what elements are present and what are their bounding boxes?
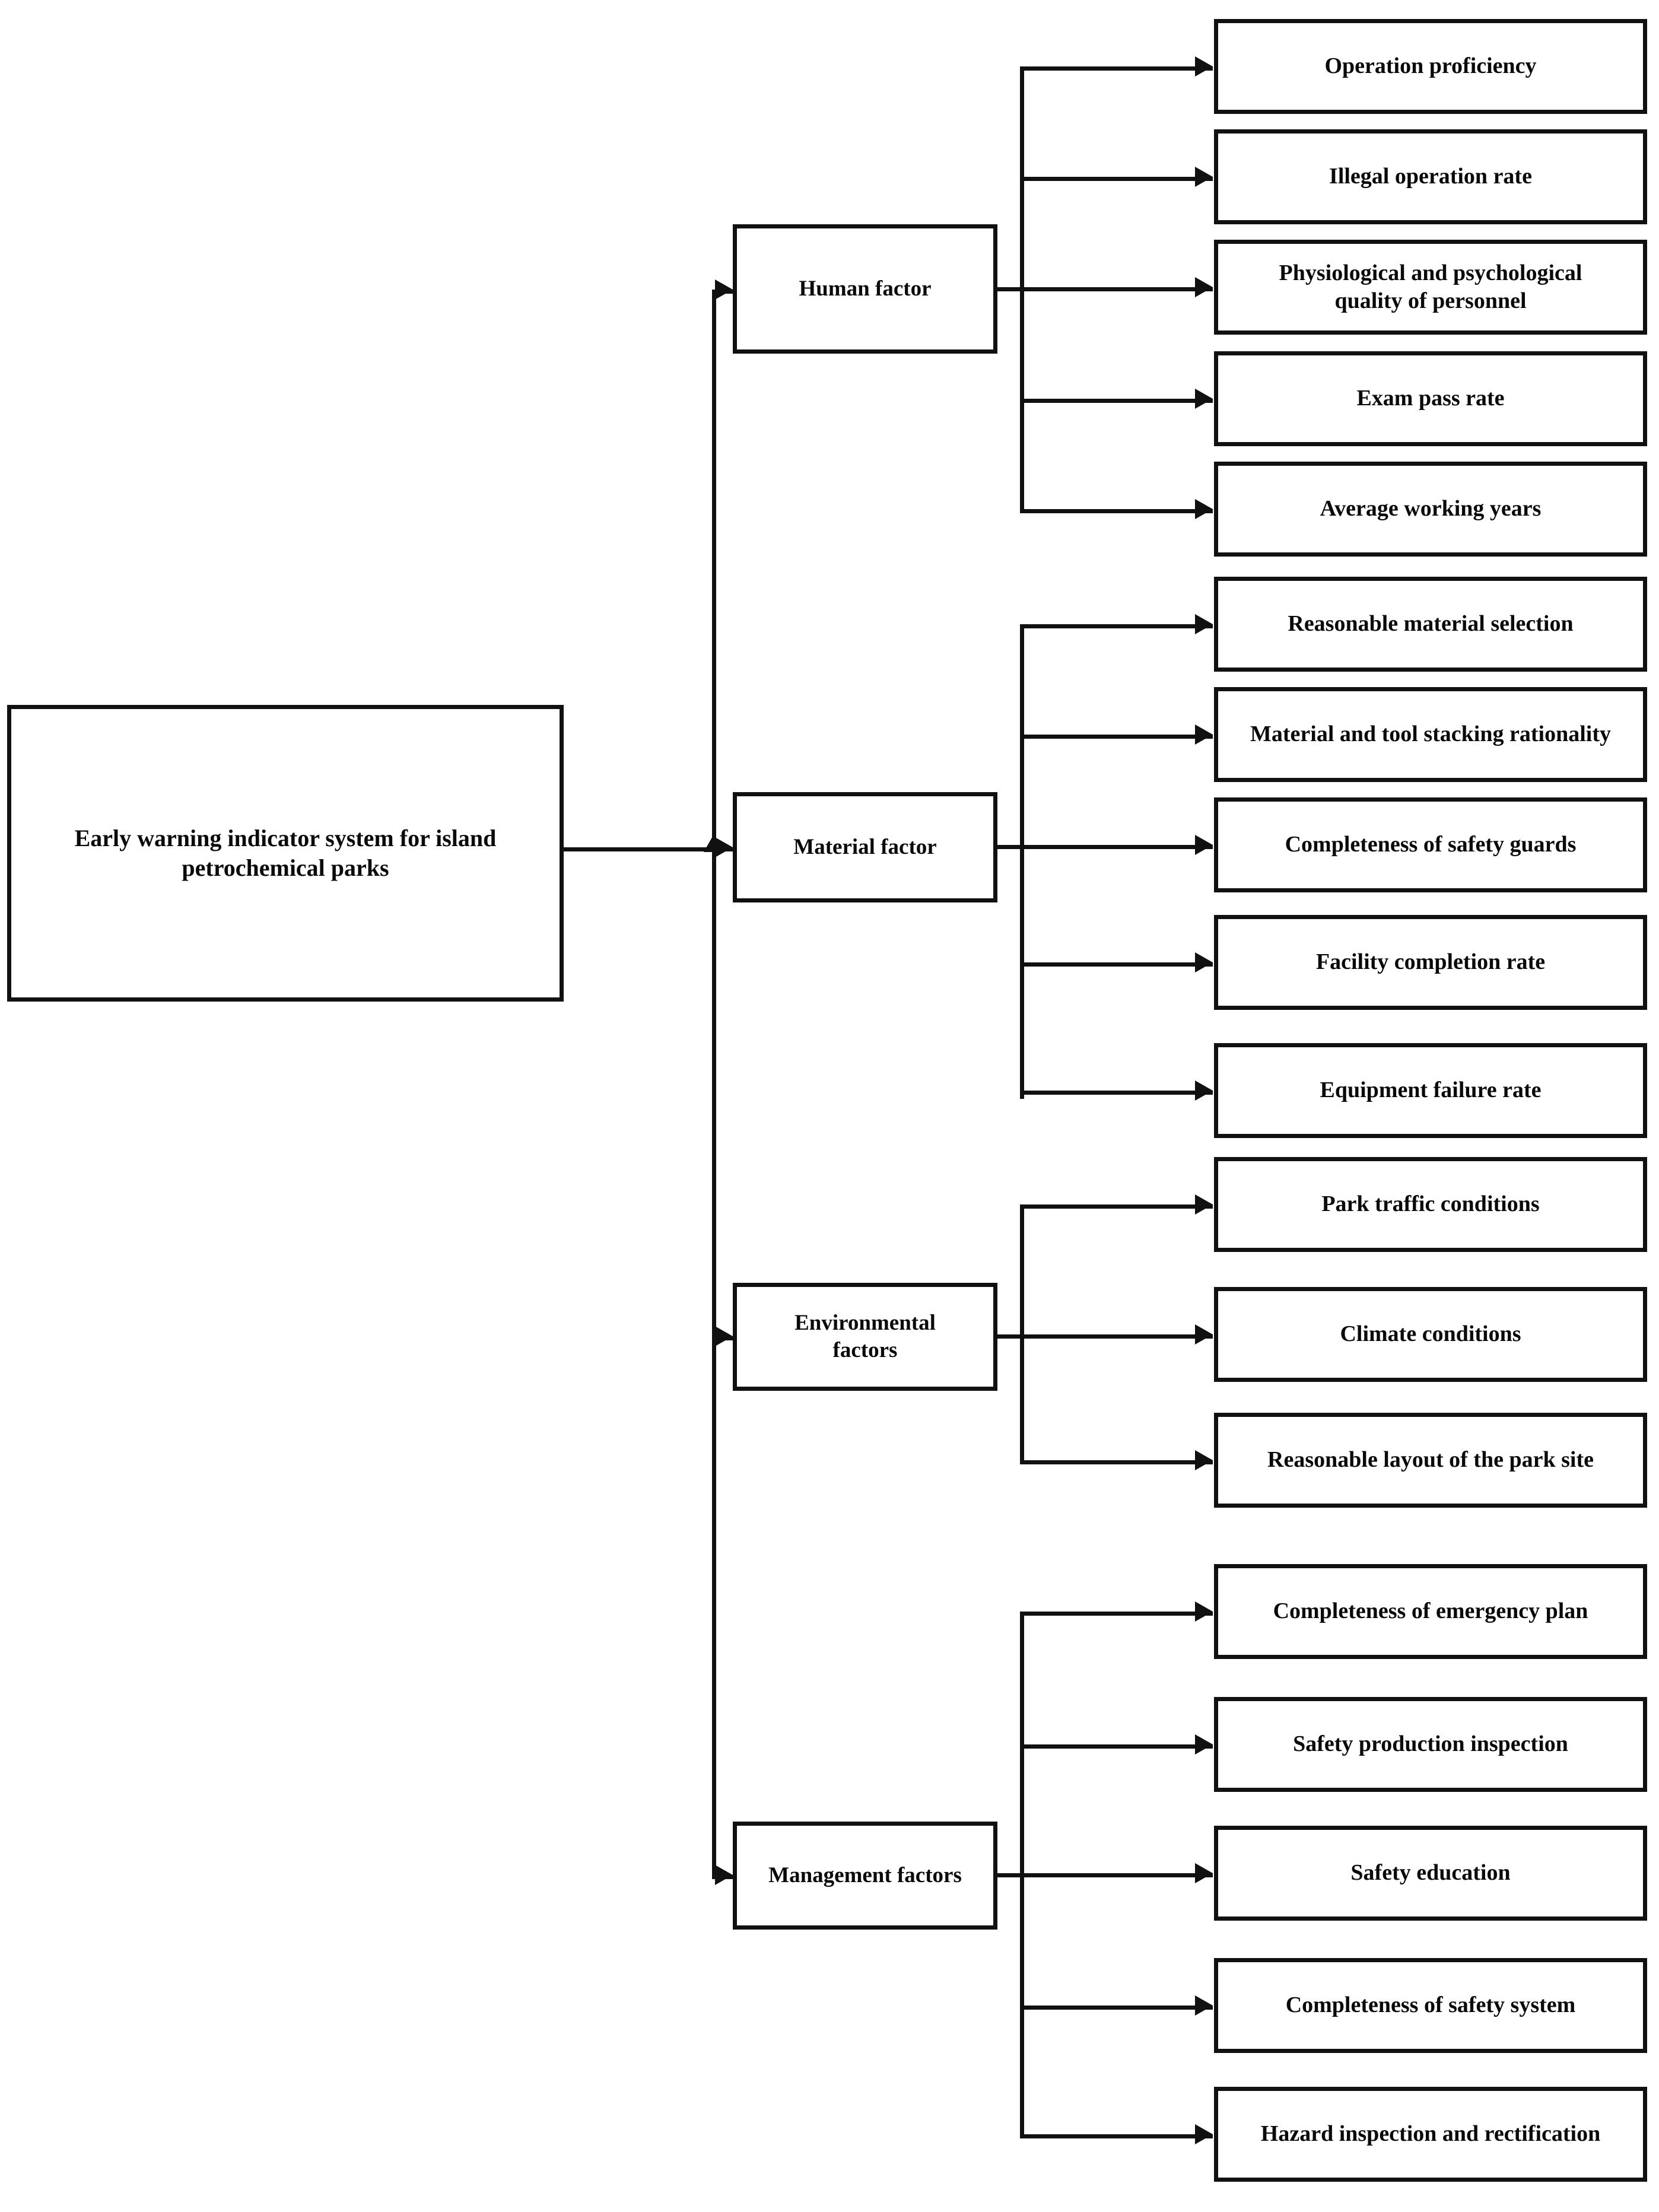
branch-node-environmental[interactable]: Environmental factors (733, 1283, 997, 1391)
human-leaf-2-connector (1020, 177, 1213, 181)
management-leaf-2-connector (1020, 1744, 1213, 1749)
leaf-node-completeness-of-safety-system[interactable]: Completeness of safety system (1214, 1958, 1647, 2053)
leaf-node-illegal-operation-rate[interactable]: Illegal operation rate (1214, 129, 1647, 224)
environmental-leaf-2-connector (1020, 1334, 1213, 1339)
environmental-branch-arrowhead (715, 1326, 733, 1346)
leaf-label: Reasonable layout of the park site (1267, 1447, 1594, 1473)
leaf-node-exam-pass-rate[interactable]: Exam pass rate (1214, 351, 1647, 446)
human-branch-arrowhead (715, 279, 733, 300)
leaf-label: Safety production inspection (1293, 1731, 1568, 1757)
leaf-label: Equipment failure rate (1320, 1078, 1542, 1103)
leaf-node-reasonable-material-selection[interactable]: Reasonable material selection (1214, 577, 1647, 672)
branch-node-material[interactable]: Material factor (733, 792, 997, 902)
leaf-label: Material and tool stacking rationality (1250, 722, 1611, 747)
management-leaf-3-arrowhead (1195, 1863, 1213, 1883)
environmental-leaf-3-connector (1020, 1460, 1213, 1464)
leaf-label: Physiological and psychological quality … (1279, 260, 1582, 314)
leaf-label: Hazard inspection and rectification (1260, 2121, 1601, 2147)
human-leaf-2-arrowhead (1195, 167, 1213, 187)
management-leaf-5-arrowhead (1195, 2124, 1213, 2144)
leaf-node-completeness-of-safety-guards[interactable]: Completeness of safety guards (1214, 797, 1647, 892)
human-leaf-5-connector (1020, 509, 1213, 513)
human-leaf-4-arrowhead (1195, 389, 1213, 409)
human-leaf-3-arrowhead (1195, 277, 1213, 297)
leaf-label: Completeness of emergency plan (1273, 1598, 1588, 1624)
leaf-label: Completeness of safety system (1285, 1992, 1576, 2018)
management-leaf-4-arrowhead (1195, 1995, 1213, 2016)
leaf-node-operation-proficiency[interactable]: Operation proficiency (1214, 19, 1647, 114)
material-leaf-3-arrowhead (1195, 835, 1213, 855)
material-branch-arrowhead (715, 837, 733, 857)
root-to-spine-connector (564, 847, 716, 851)
leaf-label: Operation proficiency (1324, 53, 1537, 79)
leaf-node-safety-production-inspection[interactable]: Safety production inspection (1214, 1697, 1647, 1792)
material-leaf-1-arrowhead (1195, 614, 1213, 634)
leaf-node-average-working-years[interactable]: Average working years (1214, 462, 1647, 557)
leaf-node-climate-conditions[interactable]: Climate conditions (1214, 1287, 1647, 1382)
leaf-node-facility-completion-rate[interactable]: Facility completion rate (1214, 915, 1647, 1010)
branch-node-human[interactable]: Human factor (733, 224, 997, 354)
material-leaf-2-arrowhead (1195, 724, 1213, 745)
branch-node-material-label: Material factor (793, 834, 937, 859)
leaf-node-park-traffic-conditions[interactable]: Park traffic conditions (1214, 1157, 1647, 1252)
human-leaf-5-arrowhead (1195, 499, 1213, 519)
branch-node-human-label: Human factor (799, 276, 932, 301)
material-leaf-5-connector (1020, 1091, 1213, 1095)
leaf-label: Park traffic conditions (1321, 1191, 1540, 1217)
leaf-label: Facility completion rate (1315, 949, 1546, 975)
leaf-node-safety-education[interactable]: Safety education (1214, 1826, 1647, 1921)
leaf-node-equipment-failure-rate[interactable]: Equipment failure rate (1214, 1043, 1647, 1138)
leaf-node-reasonable-layout-park-site[interactable]: Reasonable layout of the park site (1214, 1413, 1647, 1508)
leaf-label: Reasonable material selection (1288, 611, 1574, 637)
leaf-node-completeness-of-emergency-plan[interactable]: Completeness of emergency plan (1214, 1564, 1647, 1659)
human-leaf-3-connector (1020, 287, 1213, 291)
material-leaf-2-connector (1020, 735, 1213, 739)
leaf-label: Exam pass rate (1356, 386, 1505, 411)
material-leaf-5-arrowhead (1195, 1080, 1213, 1101)
leaf-label: Climate conditions (1340, 1321, 1521, 1347)
leaf-node-physiological-psychological-quality[interactable]: Physiological and psychological quality … (1214, 240, 1647, 335)
branch-node-environmental-label: Environmental factors (794, 1310, 936, 1362)
management-leaf-1-arrowhead (1195, 1601, 1213, 1622)
material-leaf-3-connector (1020, 845, 1213, 849)
leaf-label: Completeness of safety guards (1285, 832, 1577, 857)
human-leaf-1-connector (1020, 66, 1213, 71)
main-spine-line (712, 290, 716, 1879)
branch-node-management-label: Management factors (768, 1863, 962, 1887)
leaf-node-hazard-inspection-and-rectification[interactable]: Hazard inspection and rectification (1214, 2087, 1647, 2182)
human-leaf-4-connector (1020, 399, 1213, 403)
environmental-leaf-1-connector (1020, 1204, 1213, 1209)
root-node[interactable]: Early warning indicator system for islan… (7, 705, 564, 1002)
leaf-node-material-tool-stacking-rationality[interactable]: Material and tool stacking rationality (1214, 687, 1647, 782)
material-leaf-4-arrowhead (1195, 952, 1213, 972)
management-leaf-2-arrowhead (1195, 1734, 1213, 1755)
leaf-label: Safety education (1350, 1860, 1511, 1886)
branch-node-management[interactable]: Management factors (733, 1822, 997, 1930)
environmental-leaf-1-arrowhead (1195, 1194, 1213, 1215)
leaf-label: Average working years (1320, 496, 1542, 522)
material-bus-vertical (1020, 624, 1024, 1099)
management-leaf-3-connector (1020, 1873, 1213, 1877)
environmental-leaf-2-arrowhead (1195, 1324, 1213, 1345)
environmental-leaf-3-arrowhead (1195, 1450, 1213, 1470)
management-leaf-1-connector (1020, 1612, 1213, 1616)
human-leaf-1-arrowhead (1195, 56, 1213, 77)
leaf-label: Illegal operation rate (1329, 164, 1532, 189)
management-leaf-4-connector (1020, 2006, 1213, 2010)
management-branch-arrowhead (715, 1865, 733, 1885)
material-leaf-4-connector (1020, 962, 1213, 967)
management-leaf-5-connector (1020, 2134, 1213, 2138)
material-leaf-1-connector (1020, 624, 1213, 628)
root-node-label: Early warning indicator system for islan… (74, 825, 497, 881)
